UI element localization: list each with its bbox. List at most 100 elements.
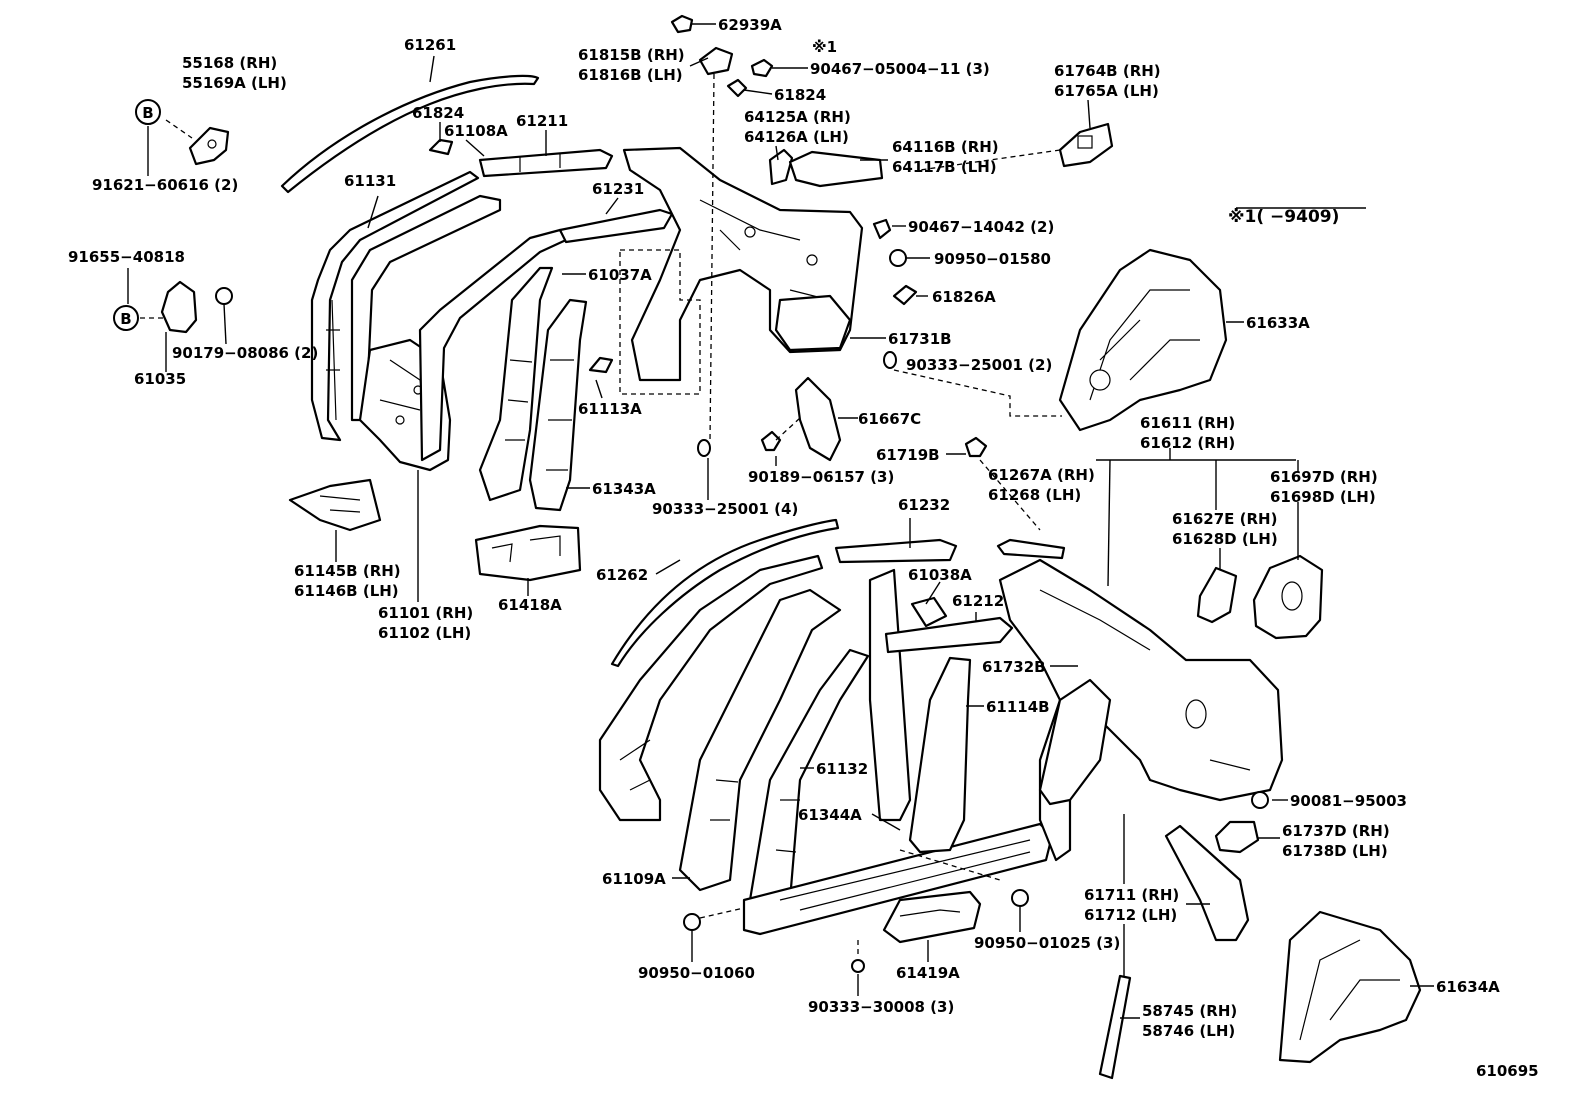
- part-61267A-rail: [996, 538, 1066, 560]
- part-90467-05004-clip: [750, 58, 774, 78]
- part-61113A-bracket: [588, 356, 614, 374]
- label-61627E: 61627E (RH): [1172, 510, 1277, 528]
- part-90333-30008-plug: [851, 959, 865, 973]
- label-90333-30008: 90333−30008 (3): [808, 998, 954, 1016]
- part-61737D-plate: [1214, 820, 1260, 854]
- part-61764B-gusset: [1058, 122, 1114, 168]
- label-90333-25001-2: 90333−25001 (2): [906, 356, 1052, 374]
- label-61145B: 61145B (RH): [294, 562, 401, 580]
- label-61418A: 61418A: [498, 596, 562, 614]
- label-61343A: 61343A: [592, 480, 656, 498]
- label-64116B: 64116B (RH): [892, 138, 999, 156]
- part-61038A-center-pillar: [868, 568, 948, 822]
- part-64125A-bracket: [768, 148, 794, 186]
- label-61231: 61231: [592, 180, 644, 198]
- label-61731B: 61731B: [888, 330, 952, 348]
- diagram-id: 610695: [1476, 1062, 1539, 1080]
- label-61816B: 61816B (LH): [578, 66, 683, 84]
- label-61824-a: 61824: [412, 104, 464, 122]
- part-55168-bracket: [188, 126, 230, 166]
- part-61826A-plug: [892, 284, 918, 306]
- label-91655: 91655−40818: [68, 248, 185, 266]
- part-61824-clip-b: [726, 78, 748, 98]
- label-90950-01580: 90950−01580: [934, 250, 1051, 268]
- part-90950-01060-grommet: [683, 913, 701, 931]
- part-61633A-wheelhouse: [1058, 248, 1228, 432]
- label-55169A: 55169A (LH): [182, 74, 287, 92]
- part-61035-bracket: [160, 280, 198, 334]
- part-61261-roof-rail: [280, 74, 540, 194]
- part-64116B-bracket: [788, 150, 884, 188]
- label-61826A: 61826A: [932, 288, 996, 306]
- label-61212: 61212: [952, 592, 1004, 610]
- part-61719B-clip: [964, 436, 988, 458]
- part-61211-roof-side: [478, 148, 614, 178]
- part-61418A-rocker-reinforcement: [474, 524, 582, 582]
- part-61232-roof-side: [834, 538, 958, 564]
- label-61824-b: 61824: [774, 86, 826, 104]
- part-90950-01580-grommet: [889, 249, 907, 267]
- label-61037A: 61037A: [588, 266, 652, 284]
- label-61038A: 61038A: [908, 566, 972, 584]
- label-90467-14042: 90467−14042 (2): [908, 218, 1054, 236]
- label-61719B: 61719B: [876, 446, 940, 464]
- part-61145B-bracket: [288, 478, 382, 532]
- part-90950-01025-grommet: [1011, 889, 1029, 907]
- part-61262-roof-rail: [610, 518, 840, 668]
- part-61627E-bracket: [1196, 566, 1238, 624]
- part-90467-14042-clip: [872, 218, 892, 240]
- label-61764B: 61764B (RH): [1054, 62, 1161, 80]
- label-61035: 61035: [134, 370, 186, 388]
- part-61343A-b-pillar: [528, 298, 588, 512]
- leader-lines: [127, 23, 1434, 1019]
- part-58745-seal: [1098, 974, 1132, 1080]
- part-rocker-panel: [742, 822, 1054, 936]
- label-55168: 55168 (RH): [182, 54, 277, 72]
- label-90467-05004: 90467−05004−11 (3): [810, 60, 990, 78]
- label-61611: 61611 (RH): [1140, 414, 1235, 432]
- part-61711-panel: [1164, 824, 1250, 942]
- label-61765A: 61765A (LH): [1054, 82, 1159, 100]
- label-61267A: 61267A (RH): [988, 466, 1095, 484]
- label-61146B: 61146B (LH): [294, 582, 399, 600]
- b-marker-text: B: [142, 104, 153, 122]
- part-61212-roof-brace: [884, 616, 1014, 654]
- label-61211: 61211: [516, 112, 568, 130]
- label-61113A: 61113A: [578, 400, 642, 418]
- label-61262: 61262: [596, 566, 648, 584]
- part-61132-pillar: [678, 588, 842, 892]
- label-61711: 61711 (RH): [1084, 886, 1179, 904]
- label-61261: 61261: [404, 36, 456, 54]
- label-61667C: 61667C: [858, 410, 921, 428]
- part-61667C-brace: [794, 376, 842, 462]
- label-91621: 91621−60616 (2): [92, 176, 238, 194]
- label-90950-01060: 90950−01060: [638, 964, 755, 982]
- part-61231-roof-reinforcement: [558, 208, 674, 244]
- part-90189-06157-clip: [760, 430, 782, 452]
- part-61037A-center-pillar: [418, 228, 568, 502]
- label-61815B: 61815B (RH): [578, 46, 685, 64]
- part-61634A-wheelhouse: [1278, 910, 1422, 1064]
- label-58745: 58745 (RH): [1142, 1002, 1237, 1020]
- label-61109A: 61109A: [602, 870, 666, 888]
- label-90179: 90179−08086 (2): [172, 344, 318, 362]
- part-61697D-extension: [1252, 554, 1324, 640]
- part-90333-25001-plug-a: [883, 351, 897, 369]
- part-61109A-pillar: [598, 554, 824, 822]
- label-star1-top: ※1: [812, 38, 837, 56]
- part-61114B-b-pillar: [908, 656, 972, 854]
- label-star1-note: ※1( −9409): [1228, 207, 1339, 227]
- label-61612: 61612 (RH): [1140, 434, 1235, 452]
- label-61698D: 61698D (LH): [1270, 488, 1376, 506]
- label-61628D: 61628D (LH): [1172, 530, 1278, 548]
- label-61419A: 61419A: [896, 964, 960, 982]
- label-61738D: 61738D (LH): [1282, 842, 1388, 860]
- part-61731B-extension: [774, 294, 852, 352]
- part-90333-25001-plug-b: [697, 439, 711, 457]
- label-90081: 90081−95003: [1290, 792, 1407, 810]
- label-62939A: 62939A: [718, 16, 782, 34]
- label-61102: 61102 (LH): [378, 624, 471, 642]
- label-61232: 61232: [898, 496, 950, 514]
- label-61108A: 61108A: [444, 122, 508, 140]
